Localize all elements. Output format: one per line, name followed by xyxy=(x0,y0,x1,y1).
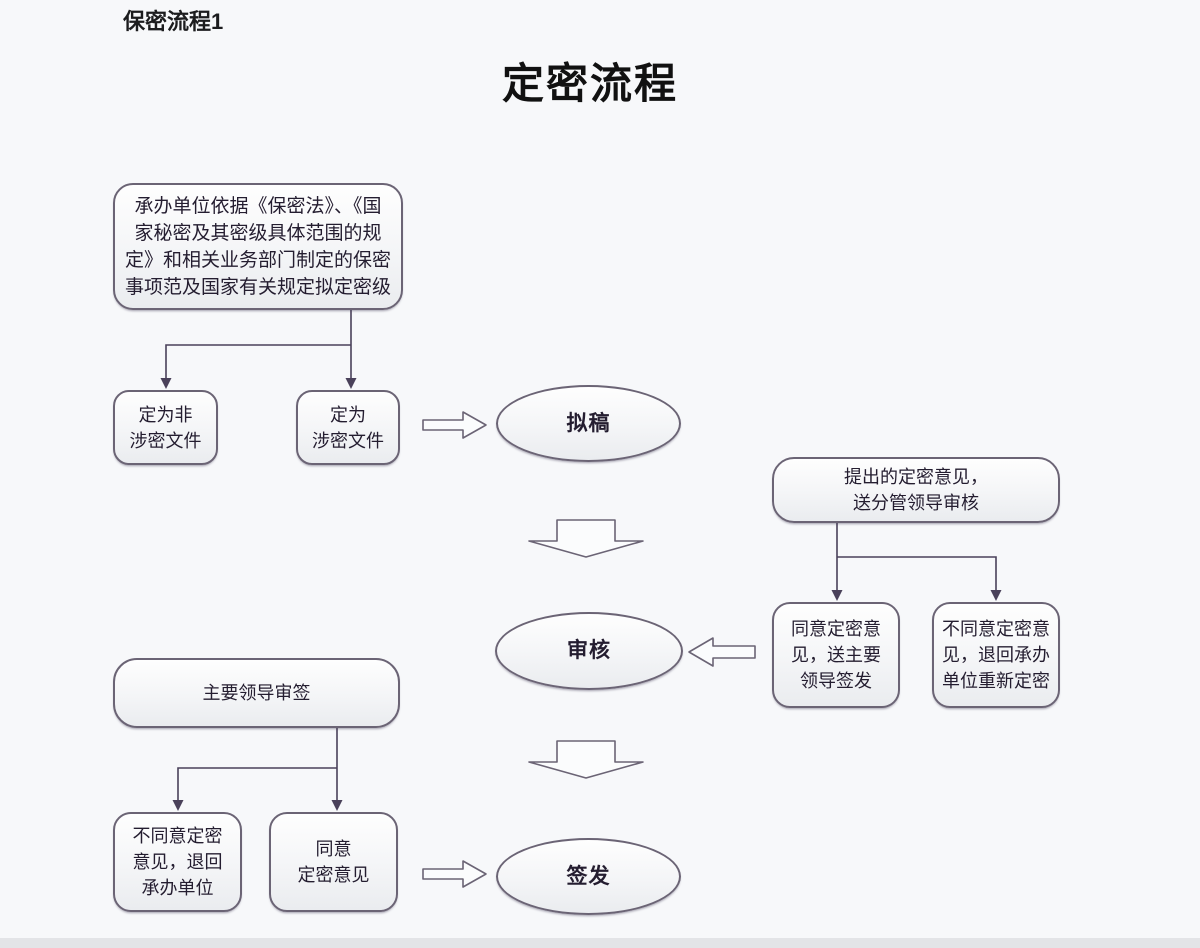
node-disagree-redo: 不同意定密意 见，退回承办 单位重新定密 xyxy=(932,602,1060,708)
block-arrow-down-to-issue-icon xyxy=(528,740,644,779)
arrowhead-to-secret xyxy=(345,378,357,389)
node-issue: 签发 xyxy=(496,838,681,915)
node-agree-send-sign: 同意定密意 见，送主要 领导签发 xyxy=(772,602,900,708)
node-draft: 拟稿 xyxy=(496,385,681,462)
node-non-secret-document: 定为非 涉密文件 xyxy=(113,390,218,465)
block-arrow-down-to-review-icon xyxy=(528,519,644,558)
page-bottom-edge xyxy=(0,938,1200,948)
arrowhead-to-disagree-redo xyxy=(990,590,1002,601)
arrowhead-to-non-secret xyxy=(160,378,172,389)
block-arrow-right-to-draft-icon xyxy=(422,411,487,439)
node-leader-sign-review: 主要领导审签 xyxy=(113,658,400,728)
node-secret-document: 定为 涉密文件 xyxy=(296,390,400,465)
block-arrow-left-to-review-icon xyxy=(688,637,756,667)
diagram-title: 定密流程 xyxy=(501,62,678,108)
arrowhead-to-agree-send xyxy=(831,590,843,601)
node-opinion-to-leader: 提出的定密意见， 送分管领导审核 xyxy=(772,457,1060,523)
node-agree-opinion: 同意 定密意见 xyxy=(269,812,398,912)
arrowhead-to-agree-opinion xyxy=(331,800,343,811)
arrowhead-to-disagree-return xyxy=(172,800,184,811)
block-arrow-right-to-issue-icon xyxy=(422,860,487,888)
connector-opinion-branch xyxy=(836,523,997,591)
connector-leader-branch xyxy=(177,728,338,801)
node-classification-basis: 承办单位依据《保密法》、《国 家秘密及其密级具体范围的规 定》和相关业务部门制定… xyxy=(113,183,403,310)
corner-label: 保密流程1 xyxy=(123,9,224,34)
node-disagree-return: 不同意定密 意见，退回 承办单位 xyxy=(113,812,242,912)
node-review: 审核 xyxy=(495,612,683,690)
connector-basis-branch xyxy=(165,310,352,379)
